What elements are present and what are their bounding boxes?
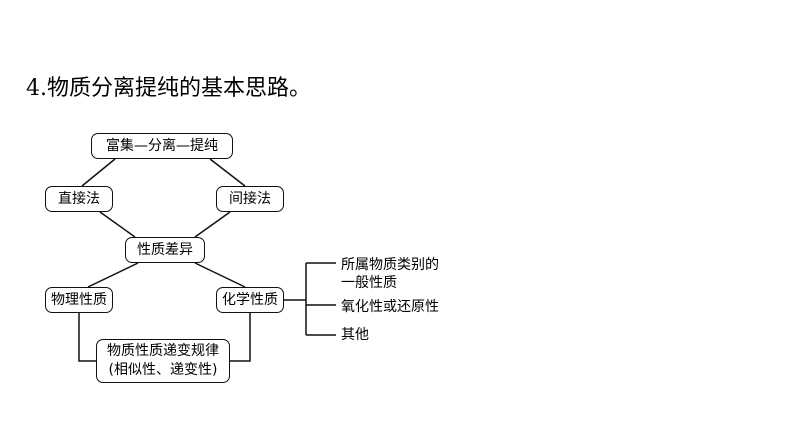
node-direct-method: 直接法	[45, 186, 113, 212]
connector-direct-diff	[99, 211, 136, 238]
connector-top-indirect	[209, 158, 246, 187]
branch-class-properties-line2: 一般性质	[341, 275, 397, 291]
connector-top-direct	[81, 158, 116, 187]
node-chemical-properties: 化学性质	[216, 287, 284, 313]
node-property-trend-line2: (相似性、递变性)	[108, 362, 218, 378]
branch-other: 其他	[341, 327, 369, 343]
branch-class-properties-line1: 所属物质类别的	[341, 257, 439, 273]
page-title: 4.物质分离提纯的基本思路。	[26, 76, 311, 101]
branch-class-properties: 所属物质类别的 一般性质	[341, 256, 439, 292]
node-enrich-separate-purify: 富集—分离—提纯	[91, 133, 233, 159]
connector-diff-chem	[194, 262, 246, 288]
node-physical-properties: 物理性质	[45, 287, 113, 313]
connector-phys-trend	[78, 313, 96, 362]
node-property-trend-line1: 物质性质递变规律	[107, 343, 219, 359]
node-property-difference: 性质差异	[125, 237, 205, 263]
connector-diff-phys	[87, 262, 139, 288]
node-property-trend: 物质性质递变规律 (相似性、递变性)	[96, 339, 230, 383]
connector-indirect-diff	[194, 211, 231, 238]
branch-redox: 氧化性或还原性	[341, 299, 439, 315]
node-indirect-method: 间接法	[216, 186, 284, 212]
connector-chem-trend	[230, 313, 251, 362]
